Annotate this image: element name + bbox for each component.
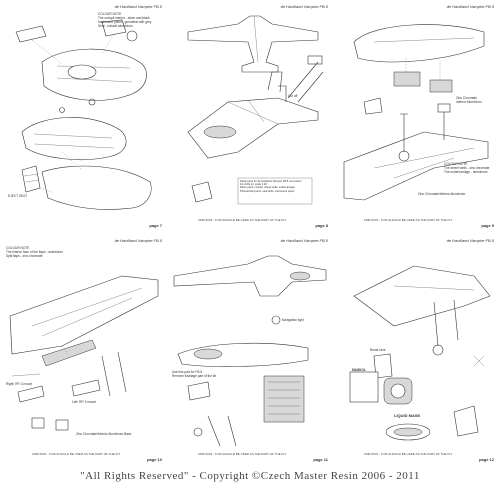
instruction-sheet-3: de Havilland Vampire FB.5 Zinc Chromate … (334, 2, 498, 230)
copyright-notice: "All Rights Reserved" - Copyright ©Czech… (80, 470, 420, 482)
sheet-6-drawing (349, 265, 491, 441)
sheet-header: de Havilland Vampire FB.5 (446, 238, 494, 243)
liquid-mask-label: LIQUID MASK (394, 413, 421, 418)
sheet-1-drawing (15, 19, 152, 210)
colour-note: COLOUR NOTE The interior face of the fla… (6, 246, 63, 258)
sheet-header: de Havilland Vampire FB.5 (114, 238, 162, 243)
page-number: page 7 (149, 223, 162, 228)
sheet-4-drawing (9, 275, 159, 431)
zinc-chromate-label: Zinc Chromate Interior Aluminium (456, 96, 482, 104)
sheet-header: de Havilland Vampire FB.5 (114, 4, 162, 9)
kit-description: Detail parts for de Havilland Vampire FB… (240, 180, 302, 193)
fb5-part-note: Use this part for FB.5 Remove fuselage p… (172, 370, 217, 378)
maskol-label: MASKOL (352, 368, 366, 372)
sheet-footer: CMR 5034 - THIS SHOULD BE USED AS THE PA… (363, 452, 453, 456)
instruction-sheet-2: de Havilland Vampire FB.5 Detail parts f… (168, 2, 332, 230)
sheet-5-drawing (173, 255, 327, 447)
break-here-label: Break here (370, 348, 386, 352)
interior-colour-label: Zinc Chromate/Interior Aluminium (418, 192, 466, 196)
colour-note: COLOUR NOTE The wheel wells - zinc chrom… (444, 162, 490, 174)
page-number: page 11 (313, 457, 328, 462)
instruction-sheet-6: de Havilland Vampire FB.5 Break here LIQ… (334, 236, 498, 464)
sheet-footer: CMR 5034 - THIS SHOULD BE USED AS THE PA… (197, 218, 287, 222)
page-number: page 10 (147, 457, 162, 462)
sheet-header: de Havilland Vampire FB.5 (280, 238, 328, 243)
sheet-2-drawing (187, 15, 324, 205)
sheet-footer: CMR 5034 - THIS SHOULD BE USED AS THE PA… (31, 452, 121, 456)
navigation-light-label: Navigation light (282, 318, 304, 322)
page-number: page 9 (481, 223, 494, 228)
interior-colour-label: Zinc Chromate/Interior Aluminium Base (76, 432, 132, 436)
instruction-sheet-4: de Havilland Vampire FB.5 COLOUR NOTE Th… (2, 236, 166, 464)
left-rp3-label: Left: RP-3 mount (72, 400, 97, 404)
sheet-header: de Havilland Vampire FB.5 (280, 4, 328, 9)
sheet-footer: CMR 5034 - THIS SHOULD BE USED AS THE PA… (197, 452, 287, 456)
page-number: page 12 (479, 457, 494, 462)
right-rp3-label: Right: RP-3 mount (6, 382, 33, 386)
sheet-footer: CMR 5034 - THIS SHOULD BE USED AS THE PA… (363, 218, 453, 222)
sheet-3-drawing (343, 24, 489, 201)
eject-seat-label: EJECT SEAT (8, 194, 28, 198)
page-number: page 8 (315, 223, 328, 228)
instruction-sheet-1: de Havilland Vampire FB.5 COLOUR NOTE Th… (2, 2, 166, 230)
cut-off-label: Cut off (288, 94, 298, 98)
sheet-header: de Havilland Vampire FB.5 (446, 4, 494, 9)
instruction-sheet-5: de Havilland Vampire FB.5 Navigation lig… (168, 236, 332, 464)
colour-note: COLOUR NOTE The cockpit interior - silve… (98, 12, 152, 28)
